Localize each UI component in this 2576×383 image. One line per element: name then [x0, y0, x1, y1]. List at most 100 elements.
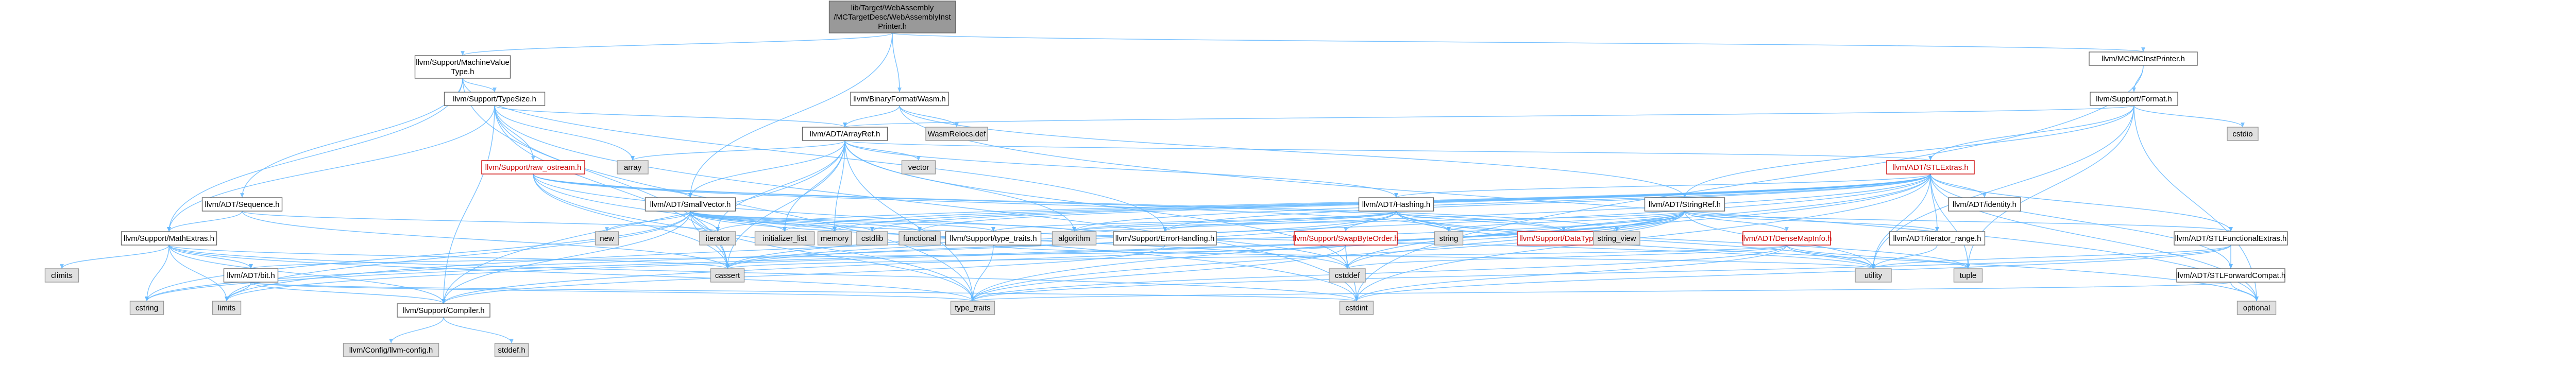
node-label-mvt: llvm/Support/MachineValue — [416, 58, 509, 67]
edge-arrayref-to-initlist — [783, 140, 845, 232]
node-stringref[interactable]: llvm/ADT/StringRef.h — [1644, 197, 1725, 212]
node-box-optional — [2236, 301, 2277, 315]
node-format[interactable]: llvm/Support/Format.h — [2090, 92, 2178, 106]
node-box-compiler — [397, 303, 490, 318]
node-typetraitsh[interactable]: llvm/Support/type_traits.h — [945, 231, 1042, 246]
node-label-format: llvm/Support/Format.h — [2096, 95, 2172, 103]
node-smallvector[interactable]: llvm/ADT/SmallVector.h — [645, 197, 736, 212]
edge-mvt-to-errorhandling — [462, 78, 1167, 232]
edge-stlfunctional-to-cstdint — [1354, 245, 2231, 302]
node-label-mvt: Type.h — [451, 67, 474, 76]
node-label-limits: limits — [218, 304, 235, 312]
edge-typesize-to-array — [494, 105, 635, 161]
edge-smallvector-to-algorithm — [690, 211, 1076, 232]
node-root[interactable]: lib/Target/WebAssembly/MCTargetDesc/WebA… — [828, 1, 956, 33]
node-mathextras[interactable]: llvm/Support/MathExtras.h — [121, 231, 217, 246]
node-box-arrayref — [802, 127, 888, 141]
node-box-cstring — [129, 301, 164, 315]
edge-mathextras-to-climits — [60, 245, 170, 269]
node-functional: functional — [899, 231, 941, 246]
node-utility: utility — [1855, 268, 1892, 283]
node-label-climits: climits — [51, 271, 73, 280]
edge-typetraitsh-to-utility — [993, 245, 1875, 269]
edge-errorhandling-to-compiler — [442, 245, 1165, 304]
edge-root-to-mvt — [461, 32, 893, 56]
edge-densemapinfo-to-typetraits — [971, 245, 1787, 302]
node-label-string: string — [1439, 234, 1459, 243]
node-climits: climits — [44, 268, 79, 283]
node-stlfunctional[interactable]: llvm/ADT/STLFunctionalExtras.h — [2174, 231, 2288, 246]
node-box-initlist — [754, 231, 815, 246]
node-typetraits: type_traits — [950, 301, 995, 315]
node-box-mvt — [414, 55, 511, 79]
node-box-mathextras — [121, 231, 217, 246]
edge-mathextras-to-cstdint — [168, 245, 1359, 302]
edge-format-to-cstdio — [2133, 105, 2245, 128]
node-label-densemapinfo: llvm/ADT/DenseMapInfo.h — [1741, 234, 1832, 243]
node-box-cstdint — [1339, 301, 1374, 315]
edge-stlextras-to-utility — [1871, 173, 1931, 269]
node-typesize[interactable]: llvm/Support/TypeSize.h — [444, 92, 546, 106]
edge-iterrange-to-utility — [1871, 245, 1938, 269]
node-mcinst[interactable]: llvm/MC/MCInstPrinter.h — [2089, 51, 2198, 66]
node-box-utility — [1855, 268, 1892, 283]
node-bit[interactable]: llvm/ADT/bit.h — [223, 268, 279, 283]
edge-arrayref-to-hashing — [844, 140, 1398, 198]
edge-stringref-to-algorithm — [1072, 211, 1685, 232]
node-sequence[interactable]: llvm/ADT/Sequence.h — [201, 197, 283, 212]
node-limits: limits — [212, 301, 242, 315]
node-box-memory — [817, 231, 852, 246]
node-wasm[interactable]: llvm/BinaryFormat/Wasm.h — [850, 92, 949, 106]
edge-densemapinfo-to-cassert — [725, 245, 1787, 269]
node-label-compiler: llvm/Support/Compiler.h — [402, 306, 484, 315]
edge-smallvector-to-memory — [690, 211, 837, 232]
edge-typetraitsh-to-typetraits — [971, 245, 994, 302]
edge-root-to-wasm — [892, 32, 902, 93]
node-hashing[interactable]: llvm/ADT/Hashing.h — [1358, 197, 1434, 212]
node-densemapinfo[interactable]: llvm/ADT/DenseMapInfo.h — [1741, 231, 1832, 246]
node-label-stlextras: llvm/ADT/STLExtras.h — [1892, 163, 1969, 172]
node-optional: optional — [2236, 301, 2277, 315]
edge-densemapinfo-to-tuple — [1786, 245, 1970, 269]
node-box-bit — [223, 268, 279, 283]
edge-arrayref-to-vector — [844, 140, 921, 161]
node-box-cstddef — [1329, 268, 1366, 283]
header-nodes: lib/Target/WebAssembly/MCTargetDesc/WebA… — [44, 1, 2288, 357]
edge-typesize-to-rawostream — [494, 105, 535, 161]
edge-arrayref-to-smallvector — [688, 140, 845, 198]
node-errorhandling[interactable]: llvm/Support/ErrorHandling.h — [1113, 231, 1217, 246]
edge-stlextras-to-stlfunctional — [1930, 173, 2233, 232]
node-arrayref[interactable]: llvm/ADT/ArrayRef.h — [802, 127, 888, 141]
node-box-relocs — [925, 127, 988, 141]
node-algorithm: algorithm — [1052, 231, 1097, 246]
node-iterrange[interactable]: llvm/ADT/iterator_range.h — [1889, 231, 1986, 246]
edge-smallvector-to-typetraitsh — [690, 211, 995, 232]
node-swapbyteorder[interactable]: llvm/Support/SwapByteOrder.h — [1293, 231, 1399, 246]
edge-mathextras-to-compiler — [168, 245, 446, 304]
edge-typesize-to-arrayref — [494, 105, 847, 128]
node-label-llvmconfig: llvm/Config/llvm-config.h — [349, 346, 433, 355]
edge-smallvector-to-new — [605, 211, 691, 232]
node-cstdint: cstdint — [1339, 301, 1374, 315]
edge-mvt-to-mathextras — [167, 78, 463, 232]
node-stlforward[interactable]: llvm/ADT/STLForwardCompat.h — [2176, 268, 2286, 283]
node-stlextras[interactable]: llvm/ADT/STLExtras.h — [1886, 160, 1975, 175]
edge-format-to-utility — [1871, 105, 2134, 269]
node-box-identity — [1948, 197, 2021, 212]
node-label-mcinst: llvm/MC/MCInstPrinter.h — [2102, 55, 2185, 63]
edge-arrayref-to-array — [631, 140, 845, 161]
node-compiler[interactable]: llvm/Support/Compiler.h — [397, 303, 490, 318]
edge-compiler-to-stddef — [443, 317, 514, 344]
node-label-cstdint: cstdint — [1345, 304, 1368, 312]
edge-stlextras-to-identity — [1930, 173, 1987, 198]
node-box-wasm — [850, 92, 949, 106]
node-box-stddef — [494, 343, 529, 357]
node-rawostream[interactable]: llvm/Support/raw_ostream.h — [481, 160, 585, 175]
edge-mathextras-to-typetraits — [168, 245, 975, 302]
node-label-root: lib/Target/WebAssembly — [851, 4, 934, 12]
node-label-stddef: stddef.h — [498, 346, 525, 355]
node-identity[interactable]: llvm/ADT/identity.h — [1948, 197, 2021, 212]
edge-root-to-mcinst — [892, 32, 2145, 53]
